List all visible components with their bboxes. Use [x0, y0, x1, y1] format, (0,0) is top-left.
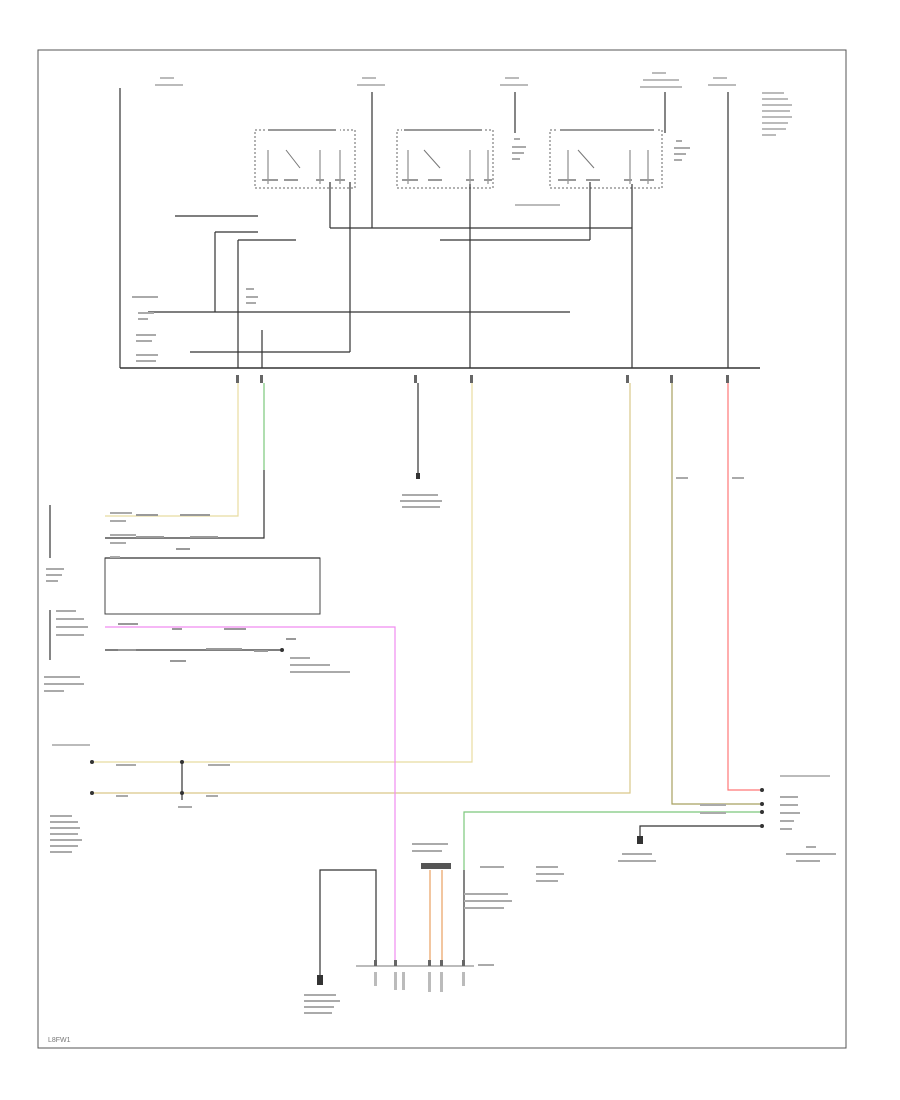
page-ref: L8FW1 — [48, 1037, 71, 1044]
wire-green-lower — [463, 811, 760, 870]
wire-tan-right — [92, 383, 631, 794]
wire-olive — [671, 383, 760, 805]
relay-3 — [549, 128, 690, 189]
wire-pink — [105, 626, 396, 960]
module-connector-pins — [236, 375, 729, 383]
lower-left-connector — [50, 744, 230, 853]
relay-2 — [396, 128, 526, 189]
wire-yellow-center — [92, 383, 473, 763]
bottom-connector — [356, 960, 494, 992]
left-connector-block — [44, 505, 350, 692]
right-connector-block — [700, 775, 836, 862]
relay-1 — [254, 128, 356, 189]
wire-red — [727, 383, 760, 791]
module-internal-wiring — [119, 88, 760, 369]
wire-yellow-left — [105, 383, 239, 517]
diagram-frame — [37, 49, 847, 1049]
fuse-labels — [155, 72, 792, 136]
